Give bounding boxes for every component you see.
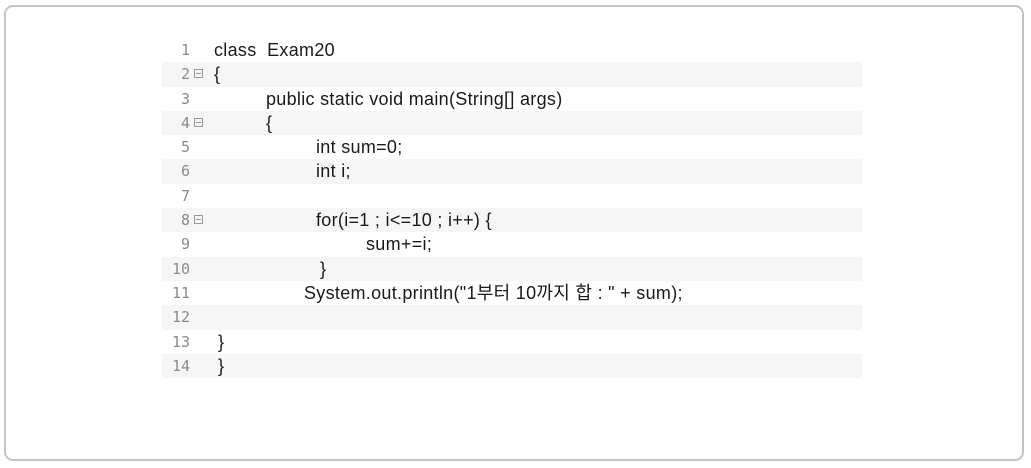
line-number: 7	[180, 186, 190, 205]
code-text: int sum=0;	[316, 137, 403, 158]
code-text: for(i=1 ; i<=10 ; i++) {	[316, 210, 492, 231]
code-line: 5 int sum=0;	[162, 135, 862, 159]
code-line: 3 public static void main(String[] args)	[162, 87, 862, 111]
line-number: 8	[180, 211, 190, 230]
code-listing: 1 class Exam20 2 { 3 public static void …	[162, 38, 862, 379]
code-line: 12	[162, 305, 862, 330]
line-number: 14	[171, 356, 190, 375]
code-text: {	[266, 112, 273, 133]
code-line: 14 }	[162, 353, 862, 379]
code-line: 13 }	[162, 330, 862, 354]
line-number: 13	[171, 332, 190, 351]
line-number: 2	[180, 65, 190, 84]
fold-collapse-icon[interactable]	[194, 215, 203, 225]
code-line: 2 {	[162, 62, 862, 87]
code-line: 7	[162, 184, 862, 208]
code-line: 4 {	[162, 110, 862, 136]
line-number: 5	[180, 138, 190, 157]
line-number: 12	[171, 308, 190, 327]
line-number: 6	[180, 162, 190, 181]
code-text: public static void main(String[] args)	[266, 88, 563, 109]
code-line: 6 int i;	[162, 159, 862, 184]
line-number: 11	[171, 283, 190, 302]
code-text: }	[320, 258, 327, 279]
code-text: }	[218, 355, 225, 376]
code-text: {	[214, 64, 221, 85]
code-text: class Exam20	[214, 40, 335, 60]
code-line: 10 }	[162, 256, 862, 281]
code-text: System.out.println("1부터 10까지 합 : " + sum…	[304, 282, 683, 303]
line-number: 1	[180, 41, 190, 59]
line-number: 4	[180, 113, 190, 132]
line-number: 10	[171, 259, 190, 278]
line-number: 9	[180, 235, 190, 254]
fold-collapse-icon[interactable]	[194, 69, 203, 79]
code-line: 8 for(i=1 ; i<=10 ; i++) {	[162, 208, 862, 233]
code-line: 1 class Exam20	[162, 38, 862, 62]
code-text: int i;	[316, 161, 351, 182]
code-line: 9 sum+=i;	[162, 232, 862, 256]
fold-collapse-icon[interactable]	[194, 117, 203, 127]
code-text: sum+=i;	[366, 234, 433, 255]
line-number: 3	[180, 89, 190, 108]
code-text: }	[218, 331, 225, 352]
code-line: 11 System.out.println("1부터 10까지 합 : " + …	[162, 281, 862, 305]
